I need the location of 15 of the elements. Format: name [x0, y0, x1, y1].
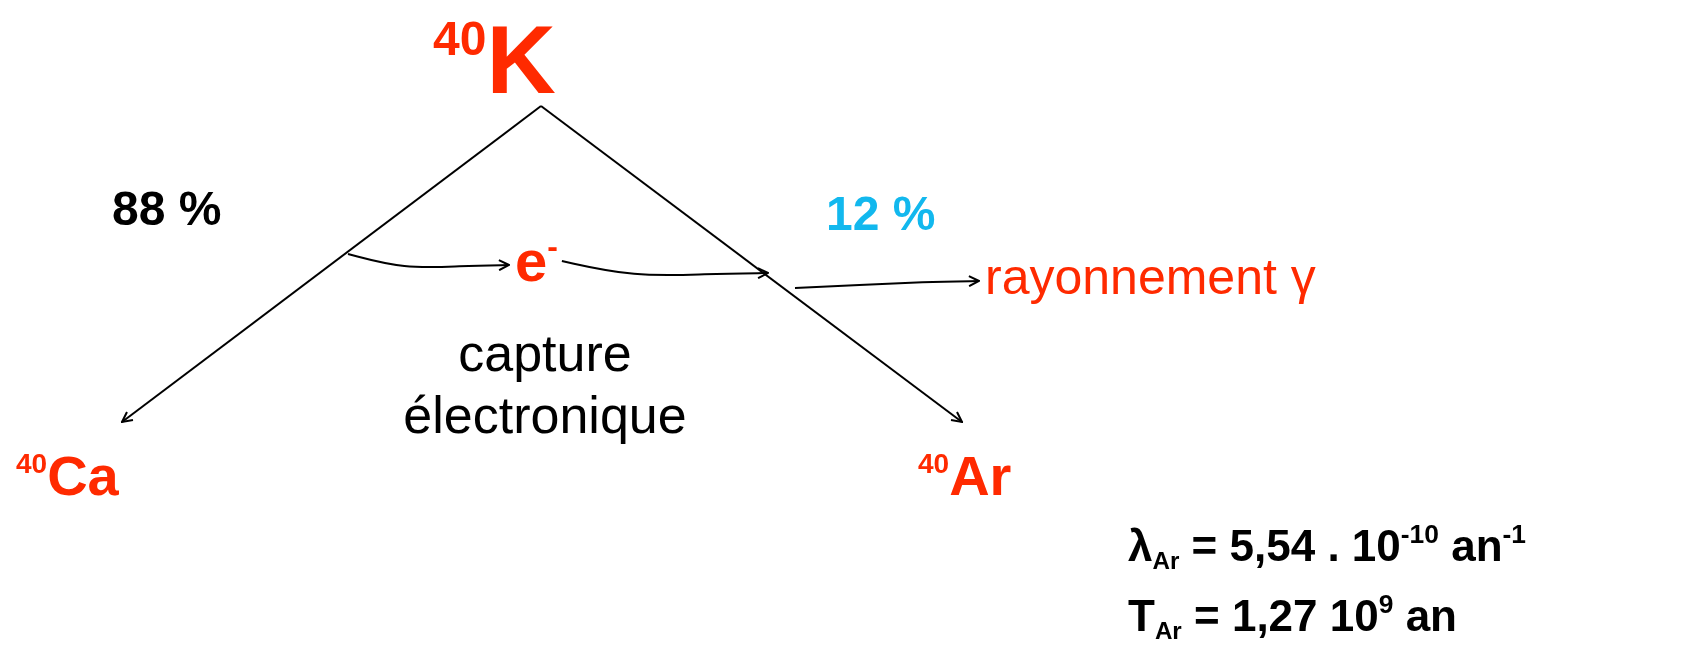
isotope-label: $^{40}$Ar — [918, 448, 1012, 504]
arrow — [540, 105, 963, 423]
isotope-label: $^{40}$Ca — [16, 448, 119, 504]
percentage-label: 12 % — [826, 186, 936, 242]
radiation-label: rayonnement γ — [985, 252, 1316, 302]
process-label: capture électronique — [402, 323, 688, 447]
arrow — [121, 105, 542, 423]
isotope-label: $^{40}$K — [433, 12, 556, 108]
formula: T$_{Ar}$ = 1,27 10$^{9}$ an — [1128, 590, 1457, 643]
electron-label: e$^{-}$ — [515, 232, 558, 290]
formula: λ$_{Ar}$ = 5,54 . 10$^{-10}$ an$^{-1}$ — [1128, 520, 1526, 573]
arrow — [347, 253, 510, 272]
arrow — [560, 260, 769, 280]
arrow — [794, 275, 980, 289]
percentage-label: 88 % — [112, 181, 222, 237]
